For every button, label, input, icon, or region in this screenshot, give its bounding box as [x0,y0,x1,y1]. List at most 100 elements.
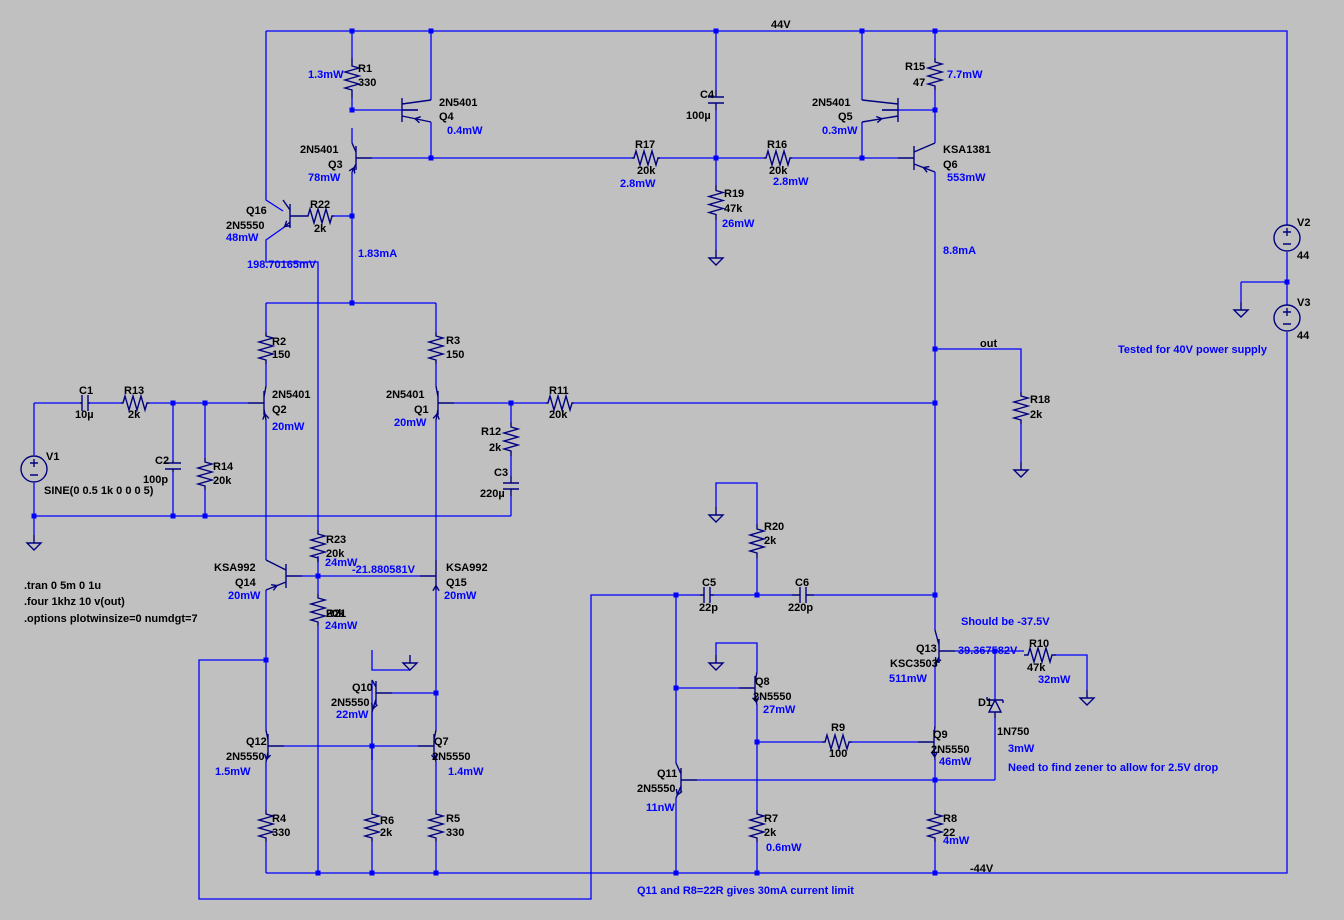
component-label: 20k [326,608,345,620]
component-label: 47 [913,77,925,89]
resistor-r8[interactable] [925,810,945,842]
component-label: R18 [1030,394,1050,406]
component-label: 27mW [763,704,796,716]
component-label: 1.3mW [308,69,344,81]
transistor-q11[interactable] [675,762,697,799]
component-label: 220µ [480,488,505,500]
resistor-r5[interactable] [426,810,446,842]
spice-directive: .tran 0 5m 0 1u [24,580,101,592]
component-label: C2 [155,455,169,467]
junction-dot [932,777,938,783]
transistor-q14[interactable] [265,559,302,591]
transistor-q9[interactable] [918,725,939,761]
component-label: R23 [326,534,346,546]
transistor-q16[interactable] [282,199,306,229]
resistor-r21[interactable] [308,594,328,626]
ground-symbol [707,507,725,523]
resistor-r1[interactable] [342,58,362,98]
component-label: 511mW [889,673,928,685]
wire [372,122,432,159]
capacitor-c3[interactable] [503,476,519,496]
resistor-r22[interactable] [306,206,334,226]
component-label: 0.3mW [822,125,858,137]
resistor-r19[interactable] [706,185,726,220]
voltage-source-v2[interactable] [1273,224,1301,252]
transistor-q2[interactable] [248,385,270,421]
transistor-q15[interactable] [420,560,440,592]
resistor-r3[interactable] [426,332,446,364]
junction-dot [932,107,938,113]
transistor-q10[interactable] [370,679,392,713]
transistor-q5[interactable] [861,98,899,124]
transistor-q1[interactable] [432,385,454,421]
transistor-q7[interactable] [418,729,439,763]
component-label: 150 [272,349,290,361]
capacitor-c5[interactable] [700,587,714,603]
junction-dot [932,346,938,352]
resistor-r4[interactable] [256,810,276,842]
component-label: Q13 [916,643,937,655]
junction-dot [673,592,679,598]
resistor-r9[interactable] [822,732,852,752]
component-label: 78mW [308,172,341,184]
resistor-r11[interactable] [546,393,574,413]
junction-dot [992,648,998,654]
component-label: 2N5550 [753,691,792,703]
component-label: 100p [143,474,168,486]
component-label: C1 [79,385,93,397]
ground-symbol [401,655,419,671]
voltage-source-v1[interactable] [20,455,48,483]
junction-dot [932,870,938,876]
resistor-r12[interactable] [501,422,521,456]
resistor-r15[interactable] [925,58,945,90]
capacitor-c1[interactable] [80,395,90,411]
resistor-r20[interactable] [747,524,767,558]
wire [882,90,936,111]
component-label: C6 [795,577,809,589]
resistor-r7[interactable] [747,810,767,842]
component-label: Q12 [246,736,267,748]
transistor-q13[interactable] [934,629,955,666]
capacitor-c6[interactable] [792,587,814,603]
component-label: 2k [1030,409,1043,421]
junction-dot [349,28,355,34]
component-label: Q5 [838,111,853,123]
capacitor-c2[interactable] [165,460,181,472]
component-label: 47k [724,203,743,215]
transistor-q6[interactable] [898,142,936,173]
component-label: 150 [446,349,464,361]
component-label: 46mW [939,756,972,768]
resistor-r10[interactable] [1024,645,1056,665]
component-label: R5 [446,813,460,825]
resistor-r23[interactable] [308,530,328,562]
resistor-r13[interactable] [121,393,149,413]
transistor-q4[interactable] [401,98,432,124]
component-label: R14 [213,461,234,473]
capacitor-c4[interactable] [708,90,724,110]
resistor-r17[interactable] [632,148,660,168]
resistor-r6[interactable] [362,810,382,842]
component-label: 2N5550 [226,220,265,232]
voltage-source-v3[interactable] [1273,304,1301,332]
resistor-r18[interactable] [1011,392,1031,424]
ground-symbol [1012,462,1030,478]
junction-dot [369,743,375,749]
spice-directive: .four 1khz 10 v(out) [24,596,125,608]
transistor-q3[interactable] [348,142,372,174]
resistor-r16[interactable] [764,148,792,168]
resistor-r2[interactable] [256,332,276,364]
junction-dot [713,28,719,34]
spice-directive: .options plotwinsize=0 numdgt=7 [24,613,198,625]
component-label: KSA992 [214,562,256,574]
junction-dot [428,28,434,34]
component-label: Q9 [933,729,948,741]
component-label: 20k [213,475,232,487]
junction-dot [754,870,760,876]
transistor-q8[interactable] [739,671,760,706]
component-label: Q14 [235,577,257,589]
zener-diode-d1[interactable] [986,697,1004,718]
transistor-q12[interactable] [263,729,284,763]
component-label: 24mW [325,557,358,569]
resistor-r14[interactable] [195,458,215,490]
